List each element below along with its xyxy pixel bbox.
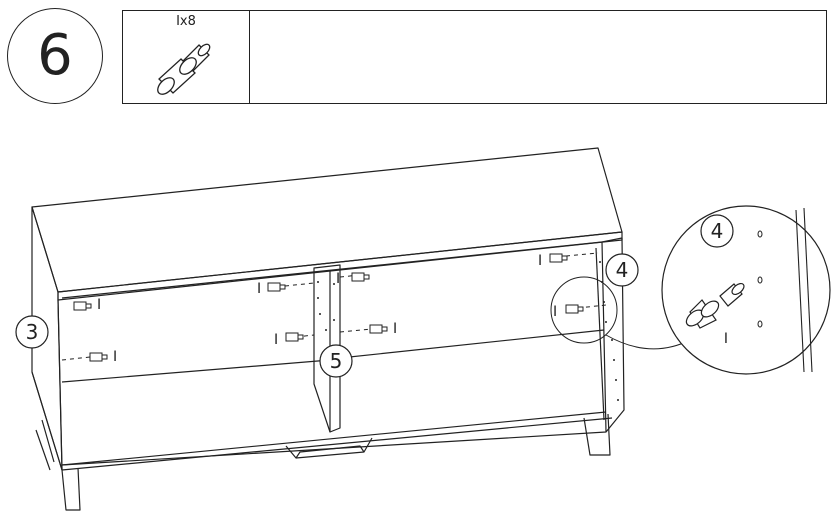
pin-label: I <box>538 253 542 269</box>
pin-label: I <box>393 321 397 337</box>
callout-5-circle <box>319 344 353 378</box>
callout-4-label: 4 <box>616 258 629 282</box>
zoom-source-circle <box>550 276 618 344</box>
parts-list-box: Ix8 <box>122 10 827 104</box>
callout-3-circle <box>15 315 49 349</box>
callout-5-label: 5 <box>330 349 343 373</box>
parts-quantity-label: Ix8 <box>176 14 196 29</box>
step-number: 6 <box>37 23 73 88</box>
pin-label: I <box>274 332 278 348</box>
right-side-panel <box>601 237 625 433</box>
middle-divider <box>313 264 341 433</box>
detail-circle <box>661 205 831 375</box>
pin-label: I <box>97 297 101 313</box>
detail-dowel-pin-icon <box>685 282 745 329</box>
detail-pin-label: I <box>724 331 728 347</box>
dowel-pin-icon <box>157 43 211 95</box>
pin-label: I <box>553 304 557 320</box>
pin-label: I <box>257 281 261 297</box>
pin-label: I <box>113 349 117 365</box>
callout-3-label: 3 <box>26 320 39 344</box>
parts-cell: Ix8 <box>123 11 250 103</box>
pin-label: I <box>336 271 340 287</box>
step-badge: 6 <box>7 8 103 104</box>
detail-callout-circle <box>700 214 734 248</box>
detail-callout-label: 4 <box>711 219 724 243</box>
callout-4-circle <box>605 253 639 287</box>
